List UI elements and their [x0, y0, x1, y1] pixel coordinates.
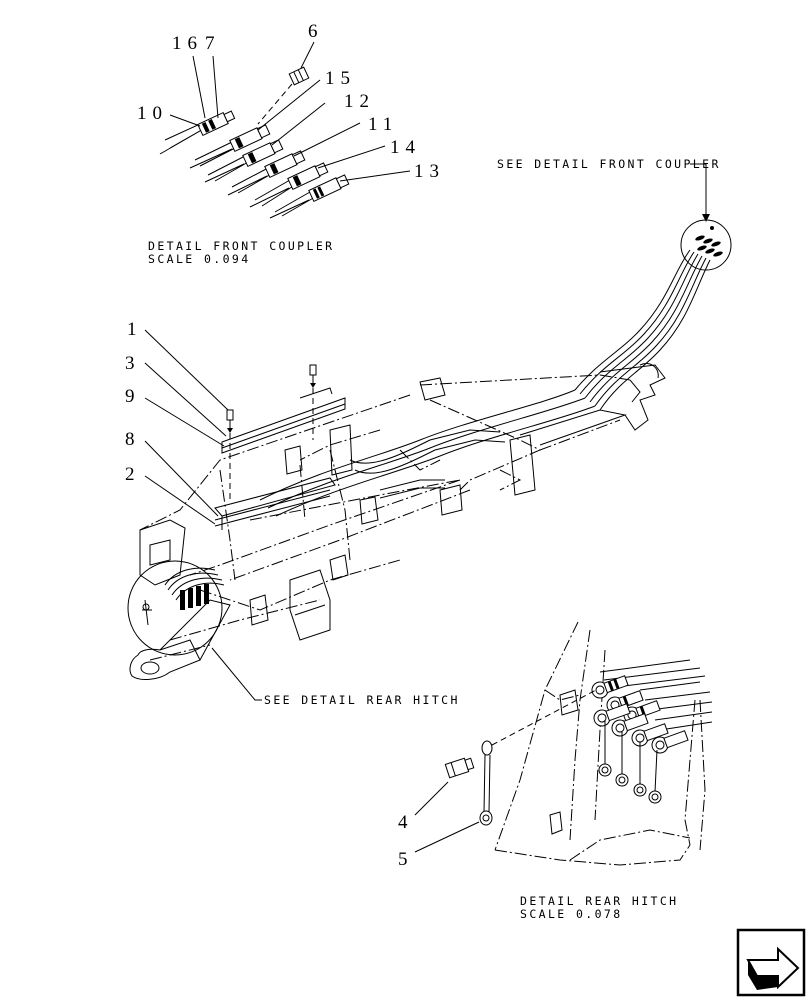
- callout-6: 6: [308, 21, 324, 42]
- rear-hitch-hoses: [599, 659, 713, 731]
- callout-16: 16: [172, 33, 203, 54]
- clamp-plate: [221, 387, 346, 454]
- hose-bundle: [259, 249, 711, 517]
- lanyard-part: [479, 689, 597, 826]
- frame-cross-members: [284, 377, 536, 581]
- front-coupler-leaders: [169, 41, 411, 182]
- callout-11: 11: [368, 114, 398, 135]
- front-coupler-detail: 16 7 6 10 15 12 11 14 13 DETAIL FRONT CO…: [137, 21, 445, 266]
- front-coupler-hoses: [159, 123, 316, 219]
- callout-4: 4: [398, 812, 414, 833]
- front-tongue: [519, 363, 666, 446]
- callout-14: 14: [390, 137, 421, 158]
- channel-member: [214, 477, 336, 530]
- see-rear-hitch-label: SEE DETAIL REAR HITCH: [264, 693, 460, 707]
- see-front-coupler-note: SEE DETAIL FRONT COUPLER: [497, 157, 732, 271]
- callout-8: 8: [125, 429, 141, 450]
- rear-detail-scale: SCALE 0.078: [520, 907, 623, 921]
- dust-plug-part: [444, 757, 475, 779]
- callout-5: 5: [398, 849, 414, 870]
- rear-hitch-couplers: [591, 675, 689, 804]
- dust-cap-part: [288, 66, 310, 86]
- callout-7: 7: [205, 33, 221, 54]
- main-frame-assembly: 1 3 9 8 2 SEE DETAIL REAR HITCH: [125, 249, 711, 707]
- main-frame-leaders: [144, 329, 229, 525]
- front-detail-scale: SCALE 0.094: [148, 252, 251, 266]
- callout-2: 2: [125, 464, 141, 485]
- front-coupler-detail-circle: [680, 219, 732, 271]
- front-coupler-fittings: [197, 66, 350, 203]
- callout-15: 15: [325, 68, 356, 89]
- rear-hitch-detail: 4 5 DETAIL REAR HITCH SCALE 0.078: [398, 621, 713, 921]
- see-front-coupler-label: SEE DETAIL FRONT COUPLER: [497, 157, 721, 171]
- front-detail-title: DETAIL FRONT COUPLER: [148, 239, 334, 253]
- rear-hitch-bracket: [494, 621, 706, 866]
- callout-13: 13: [414, 161, 445, 182]
- callout-12: 12: [344, 91, 375, 112]
- callout-3: 3: [125, 353, 141, 374]
- bolts: [226, 364, 317, 500]
- callout-10: 10: [137, 103, 168, 124]
- rear-hitch-detail-circle: [127, 560, 225, 656]
- callout-9: 9: [125, 386, 141, 407]
- rear-detail-title: DETAIL REAR HITCH: [520, 894, 679, 908]
- see-rear-hitch-leader: [211, 647, 262, 701]
- callout-1: 1: [127, 319, 143, 340]
- next-page-arrow-icon[interactable]: [736, 928, 806, 997]
- frame-rails: [139, 374, 631, 661]
